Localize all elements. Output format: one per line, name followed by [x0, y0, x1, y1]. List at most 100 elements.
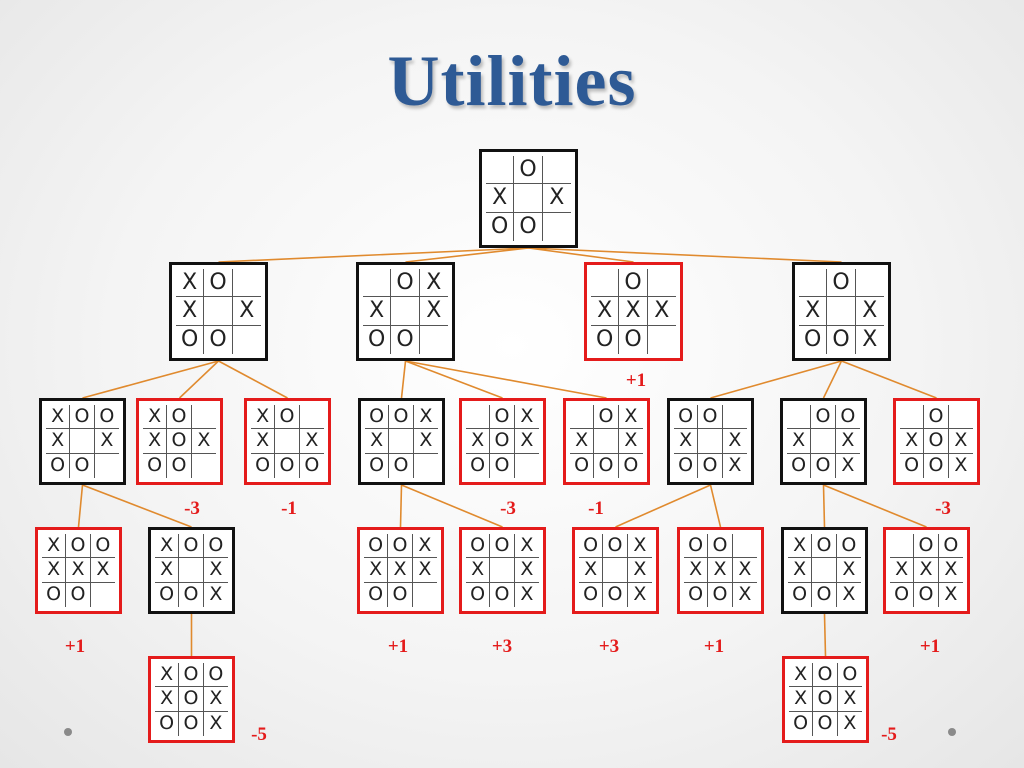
board-cell: [698, 429, 723, 454]
board-cell: O: [66, 534, 91, 559]
board-cell: O: [788, 582, 813, 607]
utility-label: +1: [919, 636, 941, 657]
board-cell: X: [788, 534, 813, 559]
board-cell: O: [176, 325, 205, 354]
utility-label: -3: [184, 498, 200, 519]
board-cell: [414, 454, 438, 478]
edge-a1-a1b: [82, 484, 192, 528]
board-cell: O: [835, 405, 860, 430]
board-cell: O: [167, 405, 192, 430]
board-cell: X: [514, 558, 539, 583]
board-cell: [514, 184, 543, 213]
board-cell: O: [514, 212, 543, 241]
utility-label: +1: [703, 636, 725, 657]
board-cell: X: [203, 558, 228, 583]
board-cell: O: [924, 429, 949, 454]
board-cell: O: [179, 687, 204, 712]
board-cell: X: [419, 269, 448, 298]
edge-d-d1: [710, 360, 842, 399]
board-cell: X: [203, 687, 228, 712]
board-cell: O: [938, 534, 963, 559]
board-cell: [722, 405, 747, 430]
board-cell: X: [191, 429, 216, 454]
board-cell: [486, 156, 515, 185]
board-cell: O: [364, 582, 389, 607]
board-cell: O: [486, 212, 515, 241]
board-cell: X: [944, 583, 958, 606]
board-cell: X: [647, 297, 676, 326]
board-cell: O: [275, 405, 300, 430]
board-cell: O: [789, 711, 814, 736]
board-cell: O: [914, 582, 939, 607]
board-cell: O: [204, 269, 233, 298]
board-cell: X: [842, 583, 856, 606]
board-cell: O: [490, 453, 515, 478]
edge-d2-d2b: [823, 484, 927, 528]
board-cell: O: [594, 453, 619, 478]
board-cell: [570, 405, 595, 430]
edge-root-a: [218, 247, 529, 263]
board-cell: X: [627, 558, 652, 583]
board-cell: O: [466, 453, 491, 478]
edge-root-b: [405, 247, 529, 263]
board-cell: X: [209, 712, 223, 735]
board-cell: X: [143, 405, 168, 430]
board-cell: X: [419, 297, 448, 326]
board-cell: X: [684, 558, 709, 583]
board-cell: X: [732, 558, 757, 583]
board-cell: X: [46, 405, 71, 430]
board-cell: O: [388, 582, 413, 607]
board-cell: O: [490, 405, 515, 430]
board-cell: O: [389, 405, 414, 430]
board-cell: O: [46, 453, 71, 478]
board-cell: O: [811, 405, 836, 430]
board-cell: [363, 269, 392, 298]
board-cell: O: [619, 269, 648, 298]
board-cell: X: [591, 297, 620, 326]
board-cell: X: [837, 687, 862, 712]
board-cell: O: [674, 405, 699, 430]
board-cell: O: [490, 582, 515, 607]
board-cell: O: [570, 453, 595, 478]
board-cell: X: [46, 429, 71, 454]
board-cell: X: [855, 297, 884, 326]
edge-d2a-d2a1: [823, 613, 827, 657]
board-cell: [948, 405, 973, 430]
board-cell: X: [738, 583, 752, 606]
board-cell: X: [722, 429, 747, 454]
edge-a-a3: [218, 360, 288, 399]
board-cell: [787, 405, 812, 430]
board-cell: X: [835, 429, 860, 454]
board-cell: [204, 297, 233, 326]
board-cell: O: [143, 453, 168, 478]
board-cell: X: [627, 534, 652, 559]
board-cell: O: [787, 453, 812, 478]
board-cell: X: [520, 583, 534, 606]
board-cell: X: [542, 184, 571, 213]
board-cell: X: [466, 429, 491, 454]
board-cell: O: [251, 453, 276, 478]
board-cell: X: [155, 687, 180, 712]
board-cell: [389, 429, 414, 454]
board-cell: [890, 534, 915, 559]
board-cell: X: [94, 429, 119, 454]
board-cell: O: [203, 534, 228, 559]
board-cell: O: [391, 325, 420, 354]
board-cell: O: [684, 534, 709, 559]
slide-title: Utilities: [387, 41, 637, 121]
board-cell: [299, 405, 324, 430]
board-cell: X: [890, 558, 915, 583]
utility-label: -3: [500, 498, 516, 519]
board-cell: [490, 558, 515, 583]
board-cell: O: [391, 269, 420, 298]
board-cell: O: [813, 687, 838, 712]
utility-label: +3: [598, 636, 620, 657]
board-cell: O: [364, 534, 389, 559]
board-cell: [812, 558, 837, 583]
